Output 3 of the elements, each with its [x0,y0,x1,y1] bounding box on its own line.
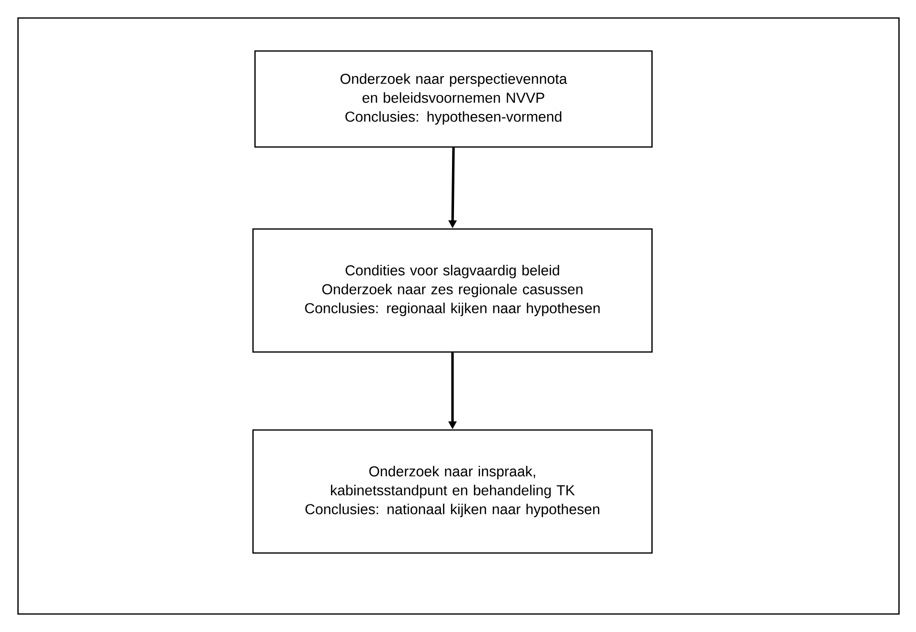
process-box: Condities voor slagvaardig beleid Onderzoek naar zes regionale casussen Conclusies: regionaal kijken naar hypothesen [252,228,653,353]
process-box: Onderzoek naar inspraak, kabinetsstandpunt en behandeling TK Conclusies: nationaal kijken naar hypothesen [252,429,653,554]
process-box: Onderzoek naar perspectievennota en beleidsvoornemen NVVP Conclusies: hypothesen-vormend [254,50,653,148]
